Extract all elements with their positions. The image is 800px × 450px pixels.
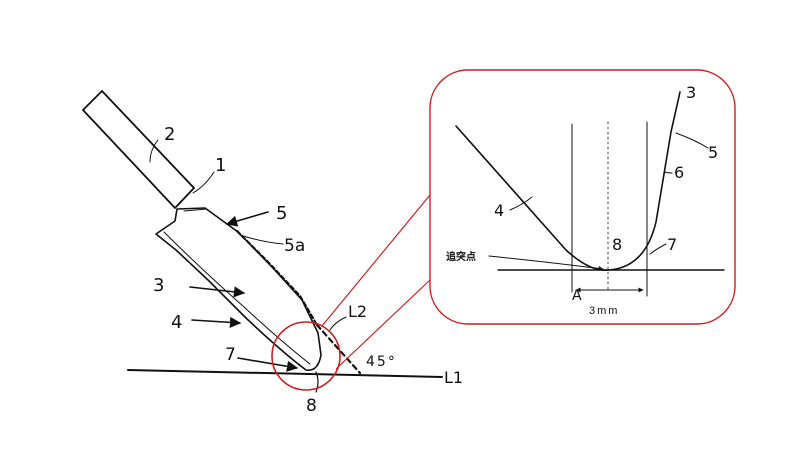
tip-leader [315,371,319,393]
leader-d5 [675,132,709,149]
detail-blade-profile [455,91,681,271]
main-view: 2 1 5 5a 3 4 L2 45° 7 8 L1 [82,90,463,416]
label-junction: 1 [215,155,226,176]
arrow-5 [225,211,269,227]
detail-label-back-curve: 6 [674,163,684,182]
detail-label-collision-point: 追突点 [446,250,476,263]
detail-label-dimension-value: 3mm [589,305,619,317]
knife-handle [82,90,195,209]
bolster-line [183,208,208,212]
knife-blade [155,207,322,372]
arrow-7 [237,357,299,372]
leader-2 [149,139,159,163]
leader-d7 [649,243,667,255]
label-blade-edge: 4 [171,312,182,333]
label-handle: 2 [164,124,175,145]
label-back-edge: 5a [284,236,305,256]
label-line1: L1 [444,368,463,387]
line-l2 [315,323,362,375]
detail-label-back: 5 [708,143,718,162]
detail-label-contact-point: 8 [612,235,622,254]
detail-label-dimension-mark: A [572,288,582,304]
leader-d4 [509,196,533,211]
callout-connector-bottom [335,279,431,370]
label-contact-point: 8 [306,396,317,416]
label-angle: 45° [366,354,397,370]
label-line2: L2 [348,302,367,321]
collision-leader [488,255,604,271]
back-edge-dashed [235,229,319,327]
leader-l2 [329,316,347,331]
leader-d6 [663,171,673,174]
callout-connector-top [321,194,431,327]
label-body: 3 [153,275,164,296]
leader-1 [192,171,215,194]
detail-box [429,69,736,325]
detail-label-tip-curve: 7 [667,235,677,254]
label-tip-region: 7 [225,345,236,365]
line-l1 [127,369,443,378]
callout-circle [271,321,341,391]
detail-label-top-end: 3 [686,83,696,102]
arrow-4 [191,316,242,328]
leader-5a [239,234,284,245]
arrow-3 [189,286,246,298]
label-back: 5 [276,203,287,224]
detail-view: 3 5 6 4 8 7 追突点 A 3mm [429,69,736,325]
blade-inner-line [163,231,311,365]
detail-label-left-edge: 4 [494,201,504,220]
